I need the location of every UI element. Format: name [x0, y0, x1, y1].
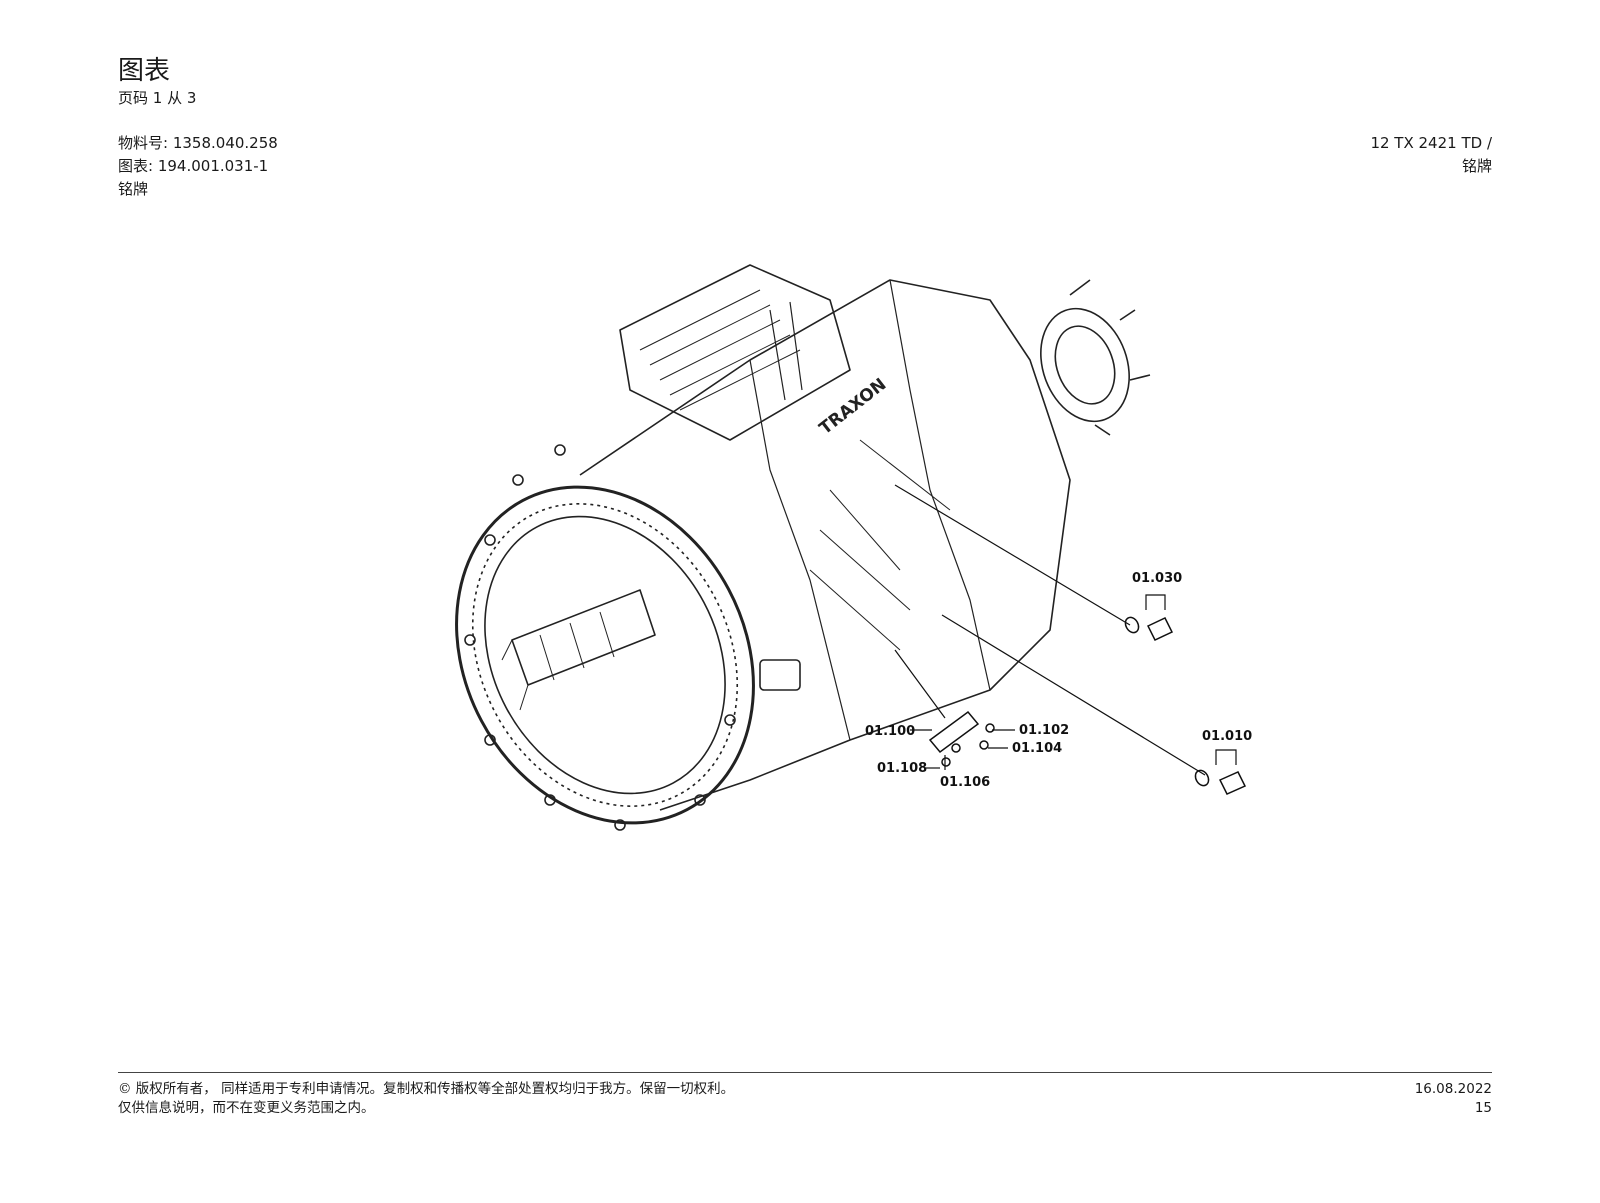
product-part-name: 铭牌	[1461, 157, 1492, 175]
callout-01-010: 01.010	[1202, 729, 1252, 744]
page-separator: 从	[167, 89, 183, 107]
transmission-exploded-drawing: TRAXON 01.030 01.010 01.100 01.102 01.10…	[455, 264, 1252, 831]
screw-106-icon	[951, 743, 961, 753]
seal-ring-030-icon	[1124, 616, 1140, 634]
callout-labels: 01.030 01.010 01.100 01.102 01.104 01.10…	[865, 571, 1252, 790]
callout-01-100: 01.100	[865, 724, 915, 739]
transmission-housing	[455, 264, 1151, 831]
footer-divider	[118, 1072, 1492, 1073]
screw-108-icon	[941, 757, 951, 767]
footer-date: 16.08.2022	[1414, 1081, 1492, 1097]
diagram-number-row: 图表: 194.001.031-1	[118, 155, 278, 178]
footer-page-number: 15	[1474, 1100, 1492, 1116]
material-label: 物料号:	[118, 134, 169, 152]
screw-plug-010-icon	[1218, 771, 1247, 795]
leader-lines	[894, 484, 1237, 776]
footer-meta: 16.08.2022 15	[1415, 1080, 1492, 1118]
page-current: 1	[152, 89, 163, 107]
name-plate-icon	[928, 710, 980, 754]
callout-01-108: 01.108	[877, 761, 927, 776]
diagram-value: 194.001.031-1	[157, 157, 269, 175]
diagram-label: 图表:	[118, 157, 154, 175]
material-number-row: 物料号: 1358.040.258	[118, 132, 278, 155]
screw-102-icon	[985, 723, 995, 733]
callout-parts	[928, 616, 1247, 795]
page-prefix: 页码	[118, 89, 149, 107]
copyright-line-2: 仅供信息说明，而不在变更义务范围之内。	[118, 1100, 375, 1116]
screw-plug-030-icon	[1146, 617, 1174, 641]
part-name: 铭牌	[118, 180, 149, 198]
callout-01-102: 01.102	[1019, 723, 1069, 738]
product-model: 12 TX 2421 TD /	[1370, 134, 1492, 152]
callout-01-104: 01.104	[1012, 741, 1062, 756]
page-indicator: 页码 1 从 3	[118, 88, 196, 108]
footer-copyright: © 版权所有者， 同样适用于专利申请情况。复制权和传播权等全部处置权均归于我方。…	[118, 1080, 734, 1118]
callout-01-030: 01.030	[1132, 571, 1182, 586]
product-meta: 12 TX 2421 TD / 铭牌	[1370, 132, 1492, 178]
material-value: 1358.040.258	[172, 134, 278, 152]
copyright-line-1: © 版权所有者， 同样适用于专利申请情况。复制权和传播权等全部处置权均归于我方。…	[118, 1081, 735, 1097]
seal-ring-010-icon	[1194, 769, 1210, 787]
page-header: 图表 页码 1 从 3	[118, 56, 196, 108]
page-title: 图表	[118, 56, 171, 86]
page-total: 3	[186, 89, 197, 107]
document-meta: 物料号: 1358.040.258 图表: 194.001.031-1 铭牌	[118, 132, 278, 201]
callout-01-106: 01.106	[940, 775, 990, 790]
screw-104-icon	[979, 740, 989, 750]
